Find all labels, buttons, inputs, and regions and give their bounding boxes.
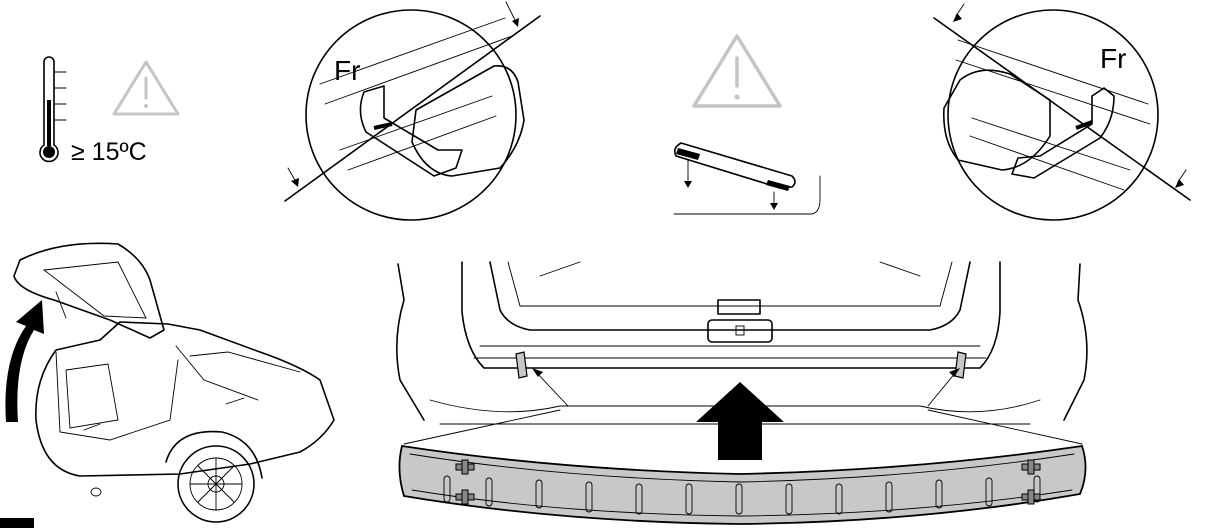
install-direction-arrow-icon — [696, 382, 784, 460]
right-detail-view — [933, 3, 1191, 221]
front-direction-label: Fr — [1100, 43, 1126, 74]
front-direction-label: Fr — [334, 55, 360, 86]
page-marker — [0, 518, 34, 528]
car-open-tailgate — [13, 242, 335, 523]
rear-bumper-view — [396, 261, 1088, 445]
lift-arrow-icon — [5, 300, 45, 422]
warning-triangle-icon — [692, 34, 782, 108]
bumper-protection-strip — [398, 444, 1087, 525]
thermometer-icon — [39, 56, 67, 163]
warning-triangle-icon — [112, 60, 180, 116]
adhesive-strip-detail — [673, 142, 821, 215]
temperature-label: ≥ 15ºC — [71, 138, 147, 166]
left-detail-view — [284, 1, 541, 221]
